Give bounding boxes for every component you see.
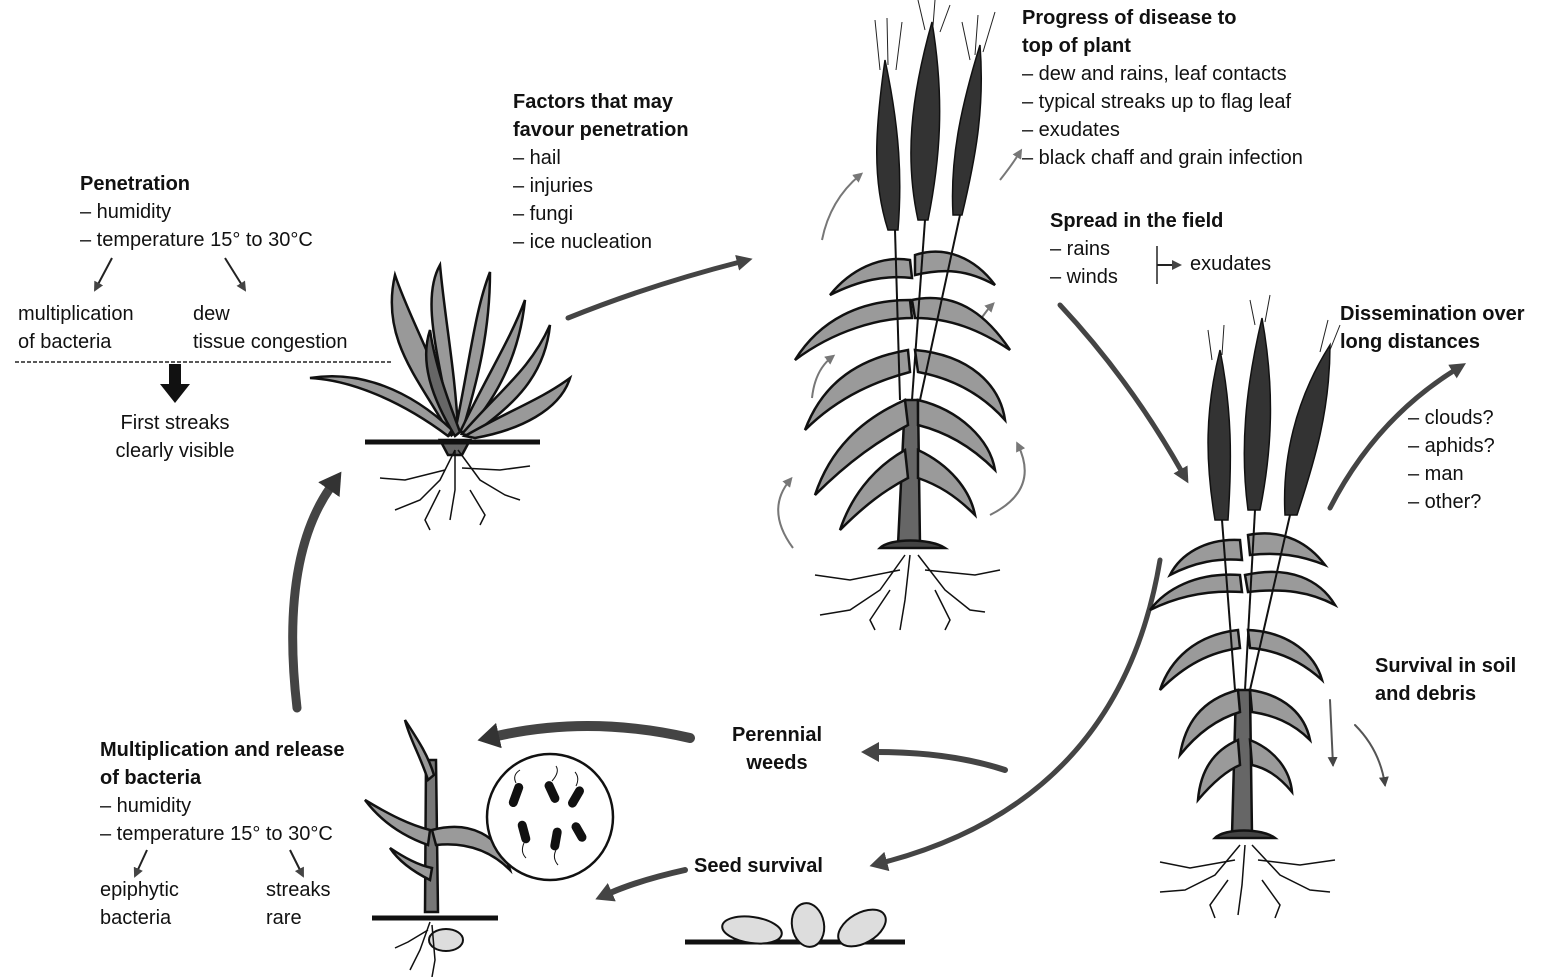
- spread-exudates-label: exudates: [1190, 250, 1271, 278]
- streaks-rare-line-2: rare: [266, 904, 330, 932]
- perennial-weeds-line-1: Perennial: [712, 721, 842, 749]
- dissemination-item: – aphids?: [1408, 432, 1495, 460]
- progress-item: – black chaff and grain infection: [1022, 144, 1303, 172]
- penetration-right-line-2: tissue congestion: [193, 328, 348, 356]
- mature-plant-ear-awns: [1208, 295, 1340, 360]
- arrow-seedling-to-plant: [568, 262, 740, 318]
- arrow-plant-to-mature: [1060, 305, 1182, 472]
- dissemination-item: – other?: [1408, 488, 1495, 516]
- penetration-left-line-2: of bacteria: [18, 328, 134, 356]
- survival-soil-line-2: and debris: [1375, 680, 1516, 708]
- perennial-weeds-label: Perennial weeds: [712, 721, 842, 777]
- progress-title-line-2: top of plant: [1022, 32, 1303, 60]
- progress-block: Progress of disease to top of plant – de…: [1022, 4, 1303, 172]
- survival-soil-line-1: Survival in soil: [1375, 652, 1516, 680]
- first-streaks-label: First streaks clearly visible: [95, 409, 255, 465]
- penetration-block: Penetration – humidity – temperature 15°…: [80, 170, 313, 254]
- mature-plant-illustration: [1150, 533, 1335, 838]
- multiplication-block: Multiplication and release of bacteria –…: [100, 736, 345, 848]
- streaks-rare-label: streaks rare: [266, 876, 330, 932]
- arrow-seed-to-seedling: [610, 870, 685, 893]
- first-streaks-line-1: First streaks: [95, 409, 255, 437]
- arrow-soil-2: [1355, 725, 1385, 785]
- factors-item: – fungi: [513, 200, 689, 228]
- multiplication-title-line-1: Multiplication and release: [100, 736, 345, 764]
- large-plant-ears: [877, 22, 982, 230]
- spread-title: Spread in the field: [1050, 207, 1223, 235]
- epiphytic-line-1: epiphytic: [100, 876, 179, 904]
- factors-block: Factors that may favour penetration – ha…: [513, 88, 689, 256]
- penetration-right-line-1: dew: [193, 300, 348, 328]
- factors-item: – injuries: [513, 172, 689, 200]
- arrow-weeds-to-multiplication: [497, 726, 690, 738]
- penetration-left-line-1: multiplication: [18, 300, 134, 328]
- progress-item: – exudates: [1022, 116, 1303, 144]
- mature-plant-ears: [1208, 318, 1330, 520]
- arrow-return-up: [293, 488, 330, 708]
- seeds-icon: [720, 901, 892, 954]
- mature-plant-roots: [1160, 845, 1335, 918]
- penetration-item: – temperature 15° to 30°C: [80, 226, 313, 254]
- dissemination-item: – man: [1408, 460, 1495, 488]
- progress-title-line-1: Progress of disease to: [1022, 4, 1303, 32]
- seedling-plant-illustration: [310, 265, 570, 455]
- dissemination-title: Dissemination over long distances: [1340, 300, 1525, 356]
- first-streaks-line-2: clearly visible: [95, 437, 255, 465]
- epiphytic-line-2: bacteria: [100, 904, 179, 932]
- multiplication-title-line-2: of bacteria: [100, 764, 345, 792]
- young-plant-roots: [395, 922, 435, 977]
- progress-item: – dew and rains, leaf contacts: [1022, 60, 1303, 88]
- bacteria-circle-icon: [487, 754, 613, 880]
- factors-title-line-1: Factors that may: [513, 88, 689, 116]
- survival-soil-label: Survival in soil and debris: [1375, 652, 1516, 708]
- dew-tissue-congestion-label: dew tissue congestion: [193, 300, 348, 356]
- arrow-soil-1: [1330, 700, 1333, 765]
- arrow-to-weeds: [877, 752, 1005, 770]
- factors-item: – hail: [513, 144, 689, 172]
- multiplication-item: – temperature 15° to 30°C: [100, 820, 345, 848]
- factors-title-line-2: favour penetration: [513, 116, 689, 144]
- down-arrow-icon: [160, 364, 190, 403]
- penetration-title: Penetration: [80, 170, 313, 198]
- seedling-roots: [380, 450, 530, 530]
- factors-item: – ice nucleation: [513, 228, 689, 256]
- multiplication-item: – humidity: [100, 792, 345, 820]
- progress-item: – typical streaks up to flag leaf: [1022, 88, 1303, 116]
- seed-survival-label: Seed survival: [694, 852, 823, 880]
- penetration-item: – humidity: [80, 198, 313, 226]
- large-plant-roots: [815, 555, 1000, 630]
- perennial-weeds-line-2: weeds: [712, 749, 842, 777]
- dissemination-item: – clouds?: [1408, 404, 1495, 432]
- arrow-to-seed: [885, 560, 1160, 862]
- dissemination-title-line-2: long distances: [1340, 328, 1525, 356]
- large-plant-illustration: [795, 252, 1010, 548]
- streaks-rare-line-1: streaks: [266, 876, 330, 904]
- spread-block: Spread in the field – rains – winds: [1050, 207, 1223, 291]
- dissemination-title-line-1: Dissemination over: [1340, 300, 1525, 328]
- epiphytic-bacteria-label: epiphytic bacteria: [100, 876, 179, 932]
- multiplication-of-bacteria-label: multiplication of bacteria: [18, 300, 134, 356]
- dissemination-items: – clouds? – aphids? – man – other?: [1408, 404, 1495, 516]
